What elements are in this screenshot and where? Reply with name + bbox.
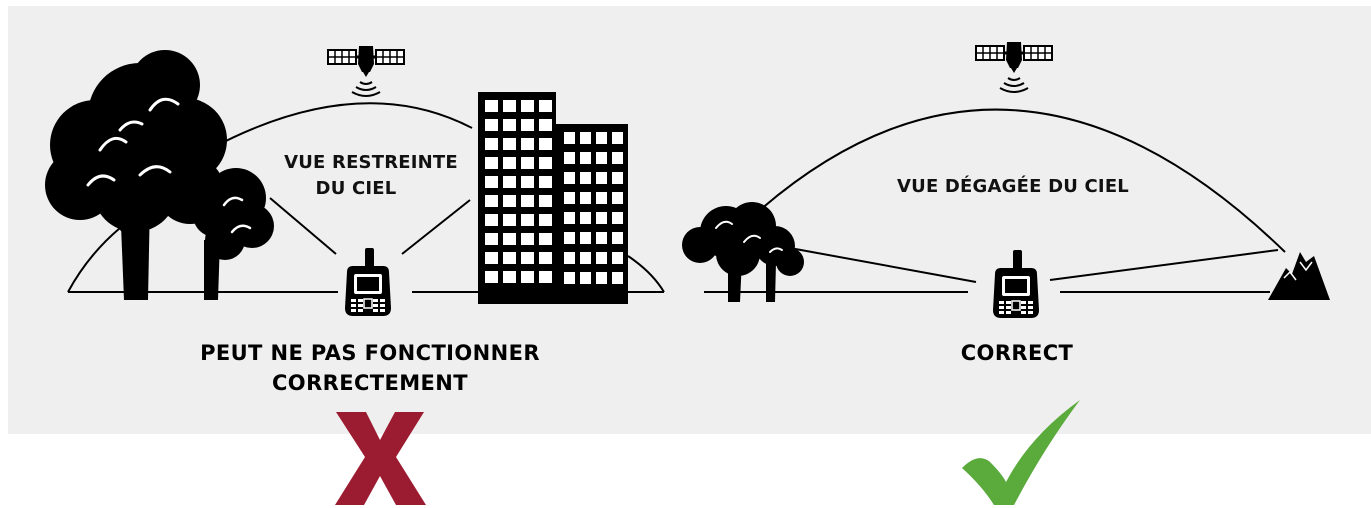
- building-window: [503, 119, 516, 131]
- building-window: [521, 157, 534, 169]
- building-window: [564, 252, 575, 264]
- building-window: [521, 252, 534, 264]
- building-window: [539, 233, 552, 245]
- building-window: [503, 214, 516, 226]
- building-window: [539, 214, 552, 226]
- building-window: [503, 195, 516, 207]
- building-window: [503, 100, 516, 112]
- left-scene: VUE RESTREINTE DU CIEL PEUT NE PAS FONCT…: [45, 46, 664, 505]
- tree-icon: [682, 202, 804, 302]
- building-window: [612, 172, 623, 184]
- building-window: [503, 271, 516, 283]
- building-window: [485, 100, 498, 112]
- building-window: [521, 214, 534, 226]
- building-window: [580, 192, 591, 204]
- building-window: [485, 233, 498, 245]
- building-window: [564, 272, 575, 284]
- building-window: [521, 271, 534, 283]
- building-window: [596, 172, 607, 184]
- building-window: [485, 195, 498, 207]
- sky-arc: [68, 228, 120, 292]
- building-icon: [556, 124, 628, 304]
- building-window: [580, 252, 591, 264]
- building-window: [612, 132, 623, 144]
- building-window: [612, 232, 623, 244]
- building-window: [539, 195, 552, 207]
- building-window: [539, 252, 552, 264]
- building-window: [596, 232, 607, 244]
- building-window: [580, 132, 591, 144]
- building-window: [612, 152, 623, 164]
- building-window: [539, 157, 552, 169]
- gps-device-icon: [345, 248, 391, 316]
- building-window: [503, 252, 516, 264]
- status-line1: PEUT NE PAS FONCTIONNER: [200, 341, 540, 365]
- building-window: [485, 119, 498, 131]
- check-mark-icon: [962, 400, 1080, 505]
- building-window: [503, 138, 516, 150]
- building-window: [580, 172, 591, 184]
- sky-arc: [628, 256, 664, 292]
- building-window: [521, 100, 534, 112]
- building-window: [596, 272, 607, 284]
- sky-arc: [212, 103, 472, 148]
- building-window: [612, 192, 623, 204]
- building-window: [596, 132, 607, 144]
- sky-label-line1: VUE RESTREINTE: [284, 152, 458, 173]
- building-window: [503, 157, 516, 169]
- building-window: [580, 212, 591, 224]
- building-window: [596, 252, 607, 264]
- building-window: [564, 232, 575, 244]
- building-window: [564, 192, 575, 204]
- building-window: [612, 212, 623, 224]
- building-window: [485, 252, 498, 264]
- building-window: [580, 232, 591, 244]
- building-window: [564, 152, 575, 164]
- building-window: [539, 119, 552, 131]
- sightline: [1050, 250, 1278, 280]
- building-window: [485, 271, 498, 283]
- building-window: [539, 138, 552, 150]
- building-window: [539, 100, 552, 112]
- gps-device-icon: [993, 250, 1039, 318]
- sightline: [402, 200, 470, 254]
- building-window: [521, 195, 534, 207]
- mountain-icon: [1268, 252, 1330, 300]
- building-window: [612, 272, 623, 284]
- building-window: [580, 272, 591, 284]
- building-window: [485, 157, 498, 169]
- building-window: [485, 214, 498, 226]
- building-icon: [478, 92, 556, 304]
- building-window: [521, 138, 534, 150]
- status-text: CORRECT: [961, 341, 1074, 365]
- building-window: [596, 192, 607, 204]
- tree-icon: [45, 50, 227, 300]
- building-window: [503, 176, 516, 188]
- building-window: [564, 132, 575, 144]
- building-window: [521, 119, 534, 131]
- status-line2: CORRECTEMENT: [272, 371, 468, 395]
- building-window: [564, 212, 575, 224]
- building-window: [596, 212, 607, 224]
- right-scene: VUE DÉGAGÉE DU CIEL CORRECT: [682, 42, 1330, 505]
- satellite-icon: [976, 42, 1052, 92]
- building-window: [539, 271, 552, 283]
- building-window: [485, 176, 498, 188]
- satellite-icon: [328, 46, 404, 96]
- sightline: [270, 198, 336, 254]
- building-window: [521, 233, 534, 245]
- cross-mark-icon: [335, 412, 426, 505]
- sightline: [790, 248, 976, 282]
- building-window: [596, 152, 607, 164]
- building-window: [521, 176, 534, 188]
- building-window: [612, 252, 623, 264]
- sky-label-line2: DU CIEL: [316, 178, 397, 199]
- building-window: [539, 176, 552, 188]
- building-window: [564, 172, 575, 184]
- building-window: [580, 152, 591, 164]
- sky-label: VUE DÉGAGÉE DU CIEL: [897, 175, 1129, 197]
- building-window: [503, 233, 516, 245]
- building-window: [485, 138, 498, 150]
